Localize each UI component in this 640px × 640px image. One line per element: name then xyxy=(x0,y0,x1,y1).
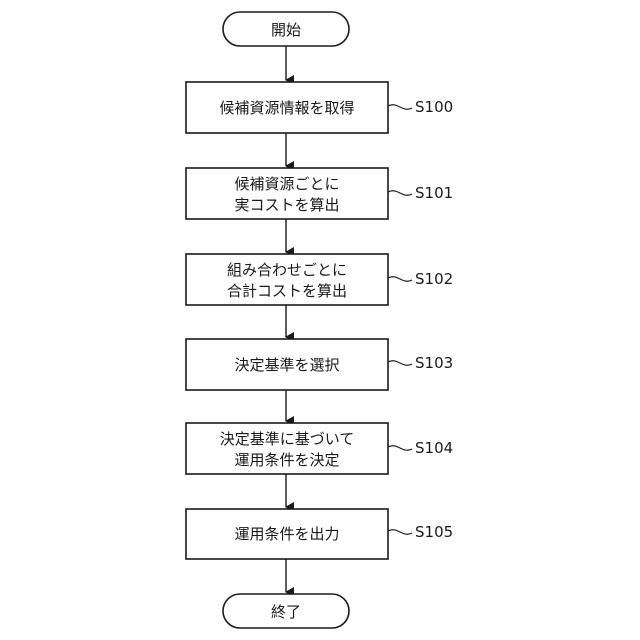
step-label-s103: S103 xyxy=(415,354,453,372)
step-leader-line xyxy=(388,446,412,450)
step-label-s102: S102 xyxy=(415,270,453,288)
process-text-line: 候補資源ごとに xyxy=(234,175,339,193)
process-text-line: 決定基準に基づいて xyxy=(220,430,355,448)
end-terminal: 終了 xyxy=(223,594,349,628)
step-leader-line xyxy=(388,191,412,195)
step-leader-line xyxy=(388,530,412,534)
process-text-line: 運用条件を出力 xyxy=(234,525,339,543)
step-label-s101: S101 xyxy=(415,184,453,202)
process-box-s101: 候補資源ごとに 実コストを算出 S101 xyxy=(186,168,453,219)
step-label-s104: S104 xyxy=(415,439,453,457)
step-leader-line xyxy=(388,277,412,281)
process-box-s105: 運用条件を出力 S105 xyxy=(186,509,453,559)
process-box-s102: 組み合わせごとに 合計コストを算出 S102 xyxy=(186,254,453,305)
start-terminal: 開始 xyxy=(223,12,349,46)
step-leader-line xyxy=(388,105,412,109)
process-text-line: 運用条件を決定 xyxy=(234,451,339,469)
process-text-line: 組み合わせごとに xyxy=(227,261,347,279)
start-label: 開始 xyxy=(271,21,301,39)
process-text-line: 実コストを算出 xyxy=(234,196,339,214)
process-box-s104: 決定基準に基づいて 運用条件を決定 S104 xyxy=(186,423,453,474)
process-box-s103: 決定基準を選択 S103 xyxy=(186,339,453,390)
step-leader-line xyxy=(388,361,412,365)
end-label: 終了 xyxy=(271,603,301,621)
process-text-line: 候補資源情報を取得 xyxy=(219,99,354,117)
process-box-s100: 候補資源情報を取得 S100 xyxy=(186,82,453,133)
process-text-line: 合計コストを算出 xyxy=(227,282,347,300)
step-label-s100: S100 xyxy=(415,98,453,116)
process-text-line: 決定基準を選択 xyxy=(234,356,339,374)
step-label-s105: S105 xyxy=(415,523,453,541)
